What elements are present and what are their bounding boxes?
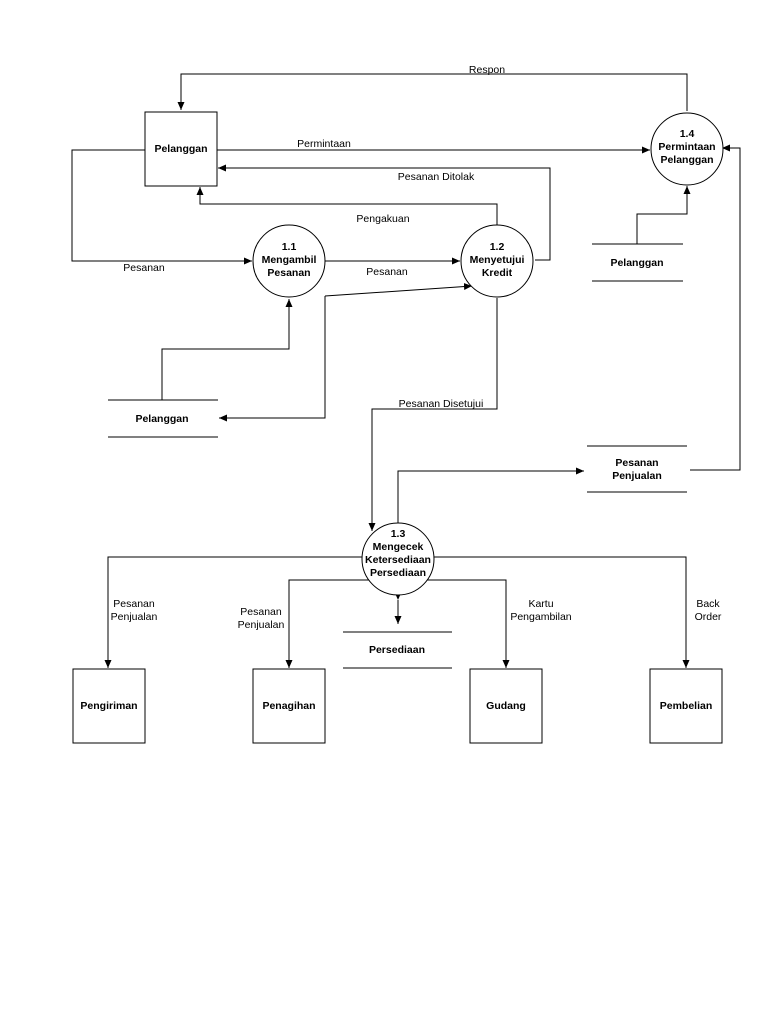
flow-1-3-to-pesanan-penjualan bbox=[397, 467, 584, 523]
store-pelanggan-b[interactable]: Pelanggan bbox=[592, 243, 683, 282]
store-pelanggan-a-label: Pelanggan bbox=[135, 413, 188, 425]
flow-label-permintaan: Permintaan bbox=[297, 138, 351, 150]
flow-label-respon: Respon bbox=[469, 64, 505, 76]
flow-pesanan-penjualan-to-1-4 bbox=[690, 144, 741, 471]
process-1-4-line1: Permintaan bbox=[658, 141, 715, 153]
flow-pesanan-in bbox=[71, 149, 252, 265]
flow-label-pengiriman-2: Penjualan bbox=[111, 611, 158, 623]
store-persediaan[interactable]: Persediaan bbox=[343, 631, 452, 669]
flow-label-pesanan-disetujui: Pesanan Disetujui bbox=[399, 398, 484, 410]
flow-to-pengiriman bbox=[104, 556, 362, 668]
process-1-3-number: 1.3 bbox=[391, 528, 406, 540]
process-1-4-line2: Pelanggan bbox=[660, 154, 713, 166]
store-pesanan-penjualan-line2: Penjualan bbox=[612, 470, 662, 482]
flow-pengakuan bbox=[196, 187, 498, 225]
entity-gudang[interactable]: Gudang bbox=[469, 668, 543, 744]
flow-to-gudang bbox=[426, 579, 510, 668]
process-1-3-line3: Persediaan bbox=[370, 567, 426, 579]
flow-store-1-2 bbox=[324, 283, 473, 297]
flow-label-penagihan-2: Penjualan bbox=[238, 619, 285, 631]
process-1-2-line1: Menyetujui bbox=[470, 254, 525, 266]
flow-label-pesanan-in: Pesanan bbox=[123, 262, 165, 274]
flow-label-pesanan-mid: Pesanan bbox=[366, 266, 408, 278]
process-1-3[interactable]: 1.3 Mengecek Ketersediaan Persediaan bbox=[361, 522, 435, 596]
flow-store-to-1-4 bbox=[636, 186, 691, 244]
flow-1-2-store bbox=[219, 296, 326, 422]
store-pelanggan-a[interactable]: Pelanggan bbox=[108, 399, 218, 438]
flow-label-penagihan-1: Pesanan bbox=[240, 606, 282, 618]
process-1-3-line1: Mengecek bbox=[373, 541, 424, 553]
flow-label-gudang-1: Kartu bbox=[528, 598, 553, 610]
process-1-2[interactable]: 1.2 Menyetujui Kredit bbox=[460, 224, 534, 298]
process-1-4[interactable]: 1.4 Permintaan Pelanggan bbox=[650, 112, 724, 186]
process-1-1-line2: Pesanan bbox=[267, 267, 310, 279]
flow-label-pengiriman-1: Pesanan bbox=[113, 598, 155, 610]
process-1-1-line1: Mengambil bbox=[262, 254, 317, 266]
process-1-3-line2: Ketersediaan bbox=[365, 554, 431, 566]
store-pelanggan-b-label: Pelanggan bbox=[610, 257, 663, 269]
entity-pembelian-label: Pembelian bbox=[660, 700, 713, 712]
entity-pelanggan-label: Pelanggan bbox=[154, 143, 207, 155]
store-pesanan-penjualan-line1: Pesanan bbox=[615, 457, 658, 469]
flow-label-pembelian-1: Back bbox=[696, 598, 720, 610]
process-1-2-line2: Kredit bbox=[482, 267, 513, 279]
flow-store-to-1-1 bbox=[161, 299, 293, 400]
entity-pembelian[interactable]: Pembelian bbox=[649, 668, 723, 744]
flow-to-pembelian bbox=[434, 556, 690, 668]
store-persediaan-label: Persediaan bbox=[369, 644, 425, 656]
process-1-1[interactable]: 1.1 Mengambil Pesanan bbox=[252, 224, 326, 298]
flow-label-gudang-2: Pengambilan bbox=[510, 611, 571, 623]
flow-pesanan-ditolak bbox=[218, 164, 551, 261]
flow-label-pengakuan: Pengakuan bbox=[356, 213, 409, 225]
entity-penagihan[interactable]: Penagihan bbox=[252, 668, 326, 744]
flow-pesanan-disetujui bbox=[368, 298, 498, 531]
entity-pengiriman[interactable]: Pengiriman bbox=[72, 668, 146, 744]
store-pesanan-penjualan[interactable]: Pesanan Penjualan bbox=[587, 445, 687, 493]
entity-penagihan-label: Penagihan bbox=[262, 700, 315, 712]
flow-to-penagihan bbox=[285, 579, 370, 668]
process-1-2-number: 1.2 bbox=[490, 241, 505, 253]
flow-label-pesanan-ditolak: Pesanan Ditolak bbox=[398, 171, 475, 183]
flow-respon bbox=[177, 73, 688, 111]
process-1-4-number: 1.4 bbox=[680, 128, 695, 140]
flow-label-pembelian-2: Order bbox=[695, 611, 722, 623]
entity-gudang-label: Gudang bbox=[486, 700, 526, 712]
entity-pengiriman-label: Pengiriman bbox=[80, 700, 137, 712]
process-1-1-number: 1.1 bbox=[282, 241, 297, 253]
entity-pelanggan[interactable]: Pelanggan bbox=[144, 111, 218, 187]
